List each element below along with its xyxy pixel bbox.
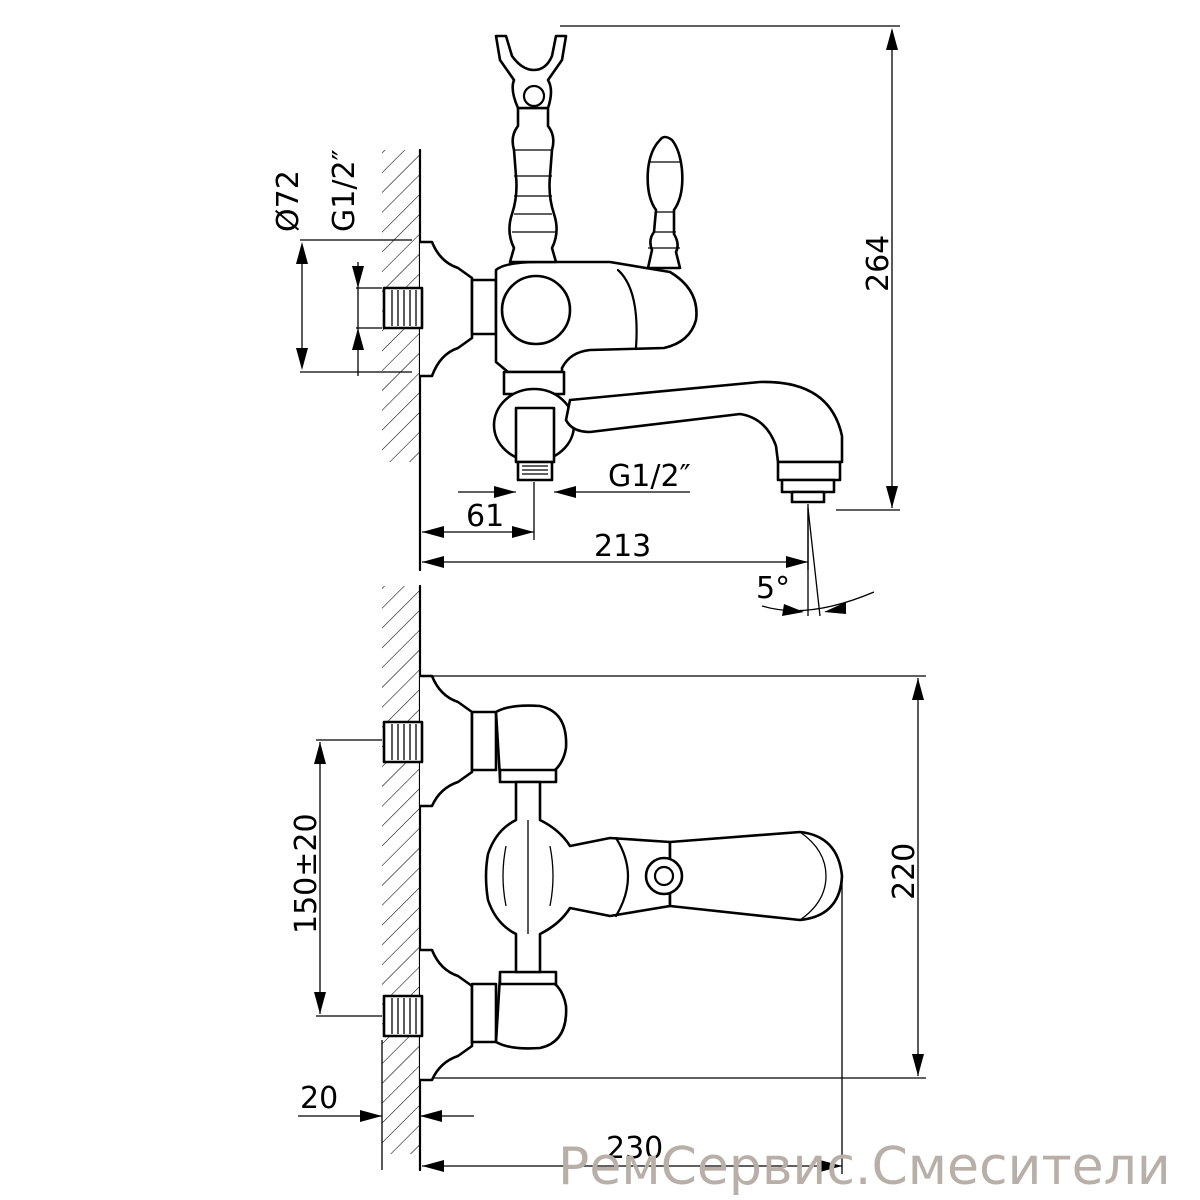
- shower-holder: [494, 34, 568, 110]
- union-upper: [494, 704, 568, 780]
- outlet-thread: [516, 460, 554, 482]
- flange-lower: [420, 948, 474, 1082]
- dim-height-top: 264: [861, 235, 896, 292]
- dim-offset-outlet: 61: [466, 499, 504, 534]
- handle-plan: [644, 856, 684, 896]
- dim-thread-outlet: G1/2″: [608, 459, 691, 494]
- dim-centers: 150±20: [289, 813, 324, 934]
- holder-pivot: [522, 84, 546, 108]
- lever-handle: [646, 135, 684, 270]
- flange-upper: [420, 674, 474, 808]
- union-lower: [494, 974, 568, 1050]
- dim-width: 230: [606, 1131, 663, 1166]
- wall-flange: [420, 240, 474, 378]
- spout: [564, 380, 844, 464]
- wall-hatch-bottom: [382, 586, 420, 1154]
- aerator: [780, 478, 836, 494]
- connection-nut: [470, 278, 498, 336]
- mixer-cartridge: [500, 274, 572, 346]
- spout-plan: [668, 830, 844, 922]
- dim-diameter: Ø72: [271, 170, 306, 232]
- dim-reach: 213: [594, 529, 651, 564]
- inlet-thread-marks: [391, 290, 417, 326]
- nut-lower: [470, 982, 498, 1044]
- watermark: РемСервис.Смесители: [558, 1137, 1171, 1197]
- nut-upper: [470, 710, 498, 772]
- shower-riser: [508, 106, 558, 264]
- body-cap-line: [614, 836, 630, 918]
- spout-collar: [776, 460, 842, 482]
- aerator-tip: [790, 490, 826, 504]
- dim-wall: 20: [300, 1081, 338, 1116]
- cartridge-cap-line: [616, 268, 638, 350]
- side-view: Ø72 G1/2″ G1/2″ 61 213 264: [271, 25, 900, 617]
- dim-angle: 5°: [756, 571, 790, 606]
- dim-height-bottom: 220: [887, 843, 922, 900]
- outlet-stem: [514, 406, 556, 464]
- handle-center: [653, 865, 675, 887]
- dim-thread-inlet: G1/2″: [327, 149, 362, 232]
- plan-view: 150±20 220 20 230: [289, 584, 926, 1174]
- mixer-body-plan: [484, 780, 672, 974]
